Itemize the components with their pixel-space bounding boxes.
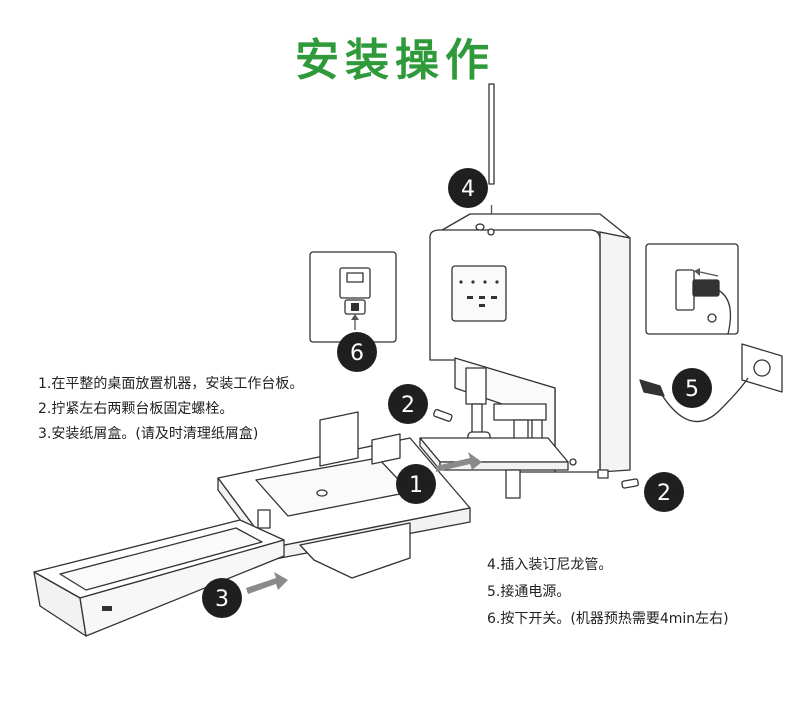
badge-1: 1 (396, 464, 436, 504)
svg-text:3: 3 (215, 587, 229, 612)
step-3: 3.安装纸屑盒。(请及时清理纸屑盒) (38, 426, 259, 442)
screw-right (621, 478, 639, 489)
svg-text:4: 4 (461, 177, 475, 202)
step-5: 5.接通电源。 (487, 584, 571, 600)
screw-left (433, 409, 453, 422)
insert-arrows (246, 452, 482, 594)
badge-6: 6 (337, 332, 377, 372)
step-6: 6.按下开关。(机器预热需要4min左右) (487, 611, 729, 627)
wall-socket (639, 343, 783, 423)
page-title: 安装操作 (295, 35, 495, 86)
badge-2-left: 2 (388, 384, 428, 424)
nylon-tube (487, 83, 496, 226)
step-4: 4.插入装订尼龙管。 (487, 557, 613, 573)
svg-text:5: 5 (685, 377, 699, 402)
badge-2-right: 2 (644, 472, 684, 512)
scrap-box (33, 519, 285, 637)
badge-5: 5 (672, 368, 712, 408)
step-1: 1.在平整的桌面放置机器，安装工作台板。 (38, 376, 304, 392)
svg-text:2: 2 (401, 393, 415, 418)
svg-text:2: 2 (657, 481, 671, 506)
work-table (217, 411, 471, 579)
svg-text:1: 1 (409, 473, 423, 498)
badge-3: 3 (202, 578, 242, 618)
right-steps: 4.插入装订尼龙管。 5.接通电源。 6.按下开关。(机器预热需要4min左右) (487, 552, 729, 633)
binding-machine (419, 213, 631, 499)
badge-4: 4 (448, 168, 488, 208)
power-inset (645, 243, 739, 335)
left-steps: 1.在平整的桌面放置机器，安装工作台板。 2.拧紧左右两颗台板固定螺栓。 3.安… (38, 372, 303, 447)
step-2: 2.拧紧左右两颗台板固定螺栓。 (38, 401, 234, 417)
svg-text:6: 6 (350, 341, 364, 366)
switch-inset (309, 251, 397, 343)
